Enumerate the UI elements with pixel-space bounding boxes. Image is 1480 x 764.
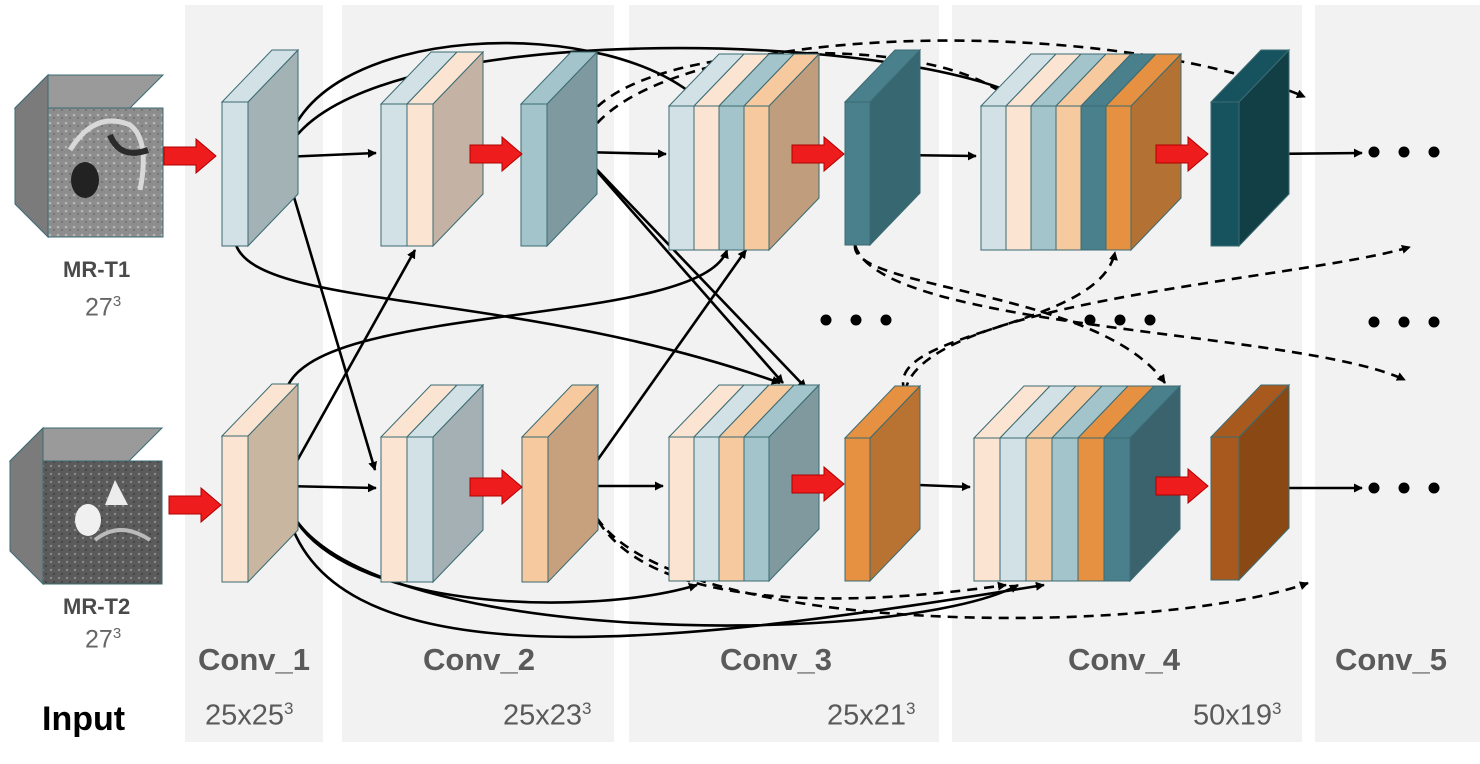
conv4-input-block-t1 xyxy=(979,52,1183,252)
ellipsis-top-right xyxy=(1368,146,1440,158)
conv4-output-block-t1 xyxy=(1209,48,1291,248)
red-arrow-input-t1 xyxy=(163,137,217,175)
layer-title-conv-5: Conv_5 xyxy=(1335,642,1447,677)
conv2-output-block-t1 xyxy=(519,50,599,248)
connection-arrow-14 xyxy=(281,46,1041,161)
conv3-input-block-t2 xyxy=(667,383,821,583)
red-arrow-input-t2 xyxy=(168,486,222,524)
layer-dim-conv-3: 25x213 xyxy=(827,699,916,732)
input-size-mr-t1: 273 xyxy=(85,293,122,322)
layer-title-conv-2: Conv_2 xyxy=(423,642,535,677)
red-arrow-conv2-t1 xyxy=(469,135,523,173)
connection-arrow-11 xyxy=(580,249,748,483)
conv2-output-block-t2 xyxy=(520,383,600,584)
layer-dim-conv-2: 25x233 xyxy=(503,699,592,732)
conv2-input-block-t1 xyxy=(379,50,485,248)
input-size-mr-t2: 273 xyxy=(85,625,122,654)
input-label-mr-t2: MR-T2 xyxy=(63,594,131,619)
connection-arrow-15 xyxy=(234,244,781,385)
mri-t1-slice-cube xyxy=(13,73,165,239)
connection-arrow-23 xyxy=(583,489,1007,600)
conv-operation-arrows xyxy=(163,135,1209,524)
conv3-output-block-t1 xyxy=(843,48,922,247)
red-arrow-conv4-t2 xyxy=(1155,467,1209,505)
connection-arrow-19 xyxy=(281,485,1045,639)
connection-arrow-13 xyxy=(283,41,708,159)
input-heading: Input xyxy=(42,700,126,738)
band-conv-5 xyxy=(1315,5,1480,742)
red-arrow-conv3-t1 xyxy=(791,135,845,173)
layer-title-conv-1: Conv_1 xyxy=(198,642,310,677)
conv1-block-t1 xyxy=(220,48,300,248)
ellipsis-mid-conv4 xyxy=(1084,314,1156,326)
connection-arrow-8 xyxy=(281,159,378,471)
connection-arrow-12 xyxy=(579,151,807,389)
red-arrow-conv4-t1 xyxy=(1155,135,1209,173)
layer-title-conv-3: Conv_3 xyxy=(720,642,832,677)
ellipsis-group xyxy=(820,146,1440,494)
conv1-block-t2 xyxy=(220,382,300,584)
layer-dim-conv-4: 50x193 xyxy=(1193,699,1282,732)
layer-dim-conv-1: 25x253 xyxy=(205,699,294,732)
conv2-input-block-t2 xyxy=(379,383,485,584)
mri-t2-slice-cube xyxy=(8,426,164,586)
input-label-mr-t1: MR-T1 xyxy=(63,257,131,282)
connection-arrow-16 xyxy=(283,249,729,396)
ellipsis-mid-conv3 xyxy=(820,314,892,326)
connection-arrow-18 xyxy=(281,485,1019,627)
layer-title-conv-4: Conv_4 xyxy=(1068,642,1180,677)
conv3-output-block-t2 xyxy=(843,384,922,583)
connection-arrow-10 xyxy=(579,151,784,384)
red-arrow-conv2-t2 xyxy=(469,468,523,506)
red-arrow-conv3-t2 xyxy=(791,465,845,503)
ellipsis-mid-right xyxy=(1368,316,1440,328)
ellipsis-bottom-right xyxy=(1368,482,1440,494)
connection-arrow-27 xyxy=(903,245,1411,393)
connection-arrow-25 xyxy=(853,244,1406,382)
conv4-output-block-t2 xyxy=(1209,383,1291,582)
connection-arrow-22 xyxy=(583,485,1309,620)
connection-arrow-9 xyxy=(281,249,417,487)
connection-arrow-26 xyxy=(901,251,1118,393)
conv4-input-block-t2 xyxy=(972,384,1182,583)
